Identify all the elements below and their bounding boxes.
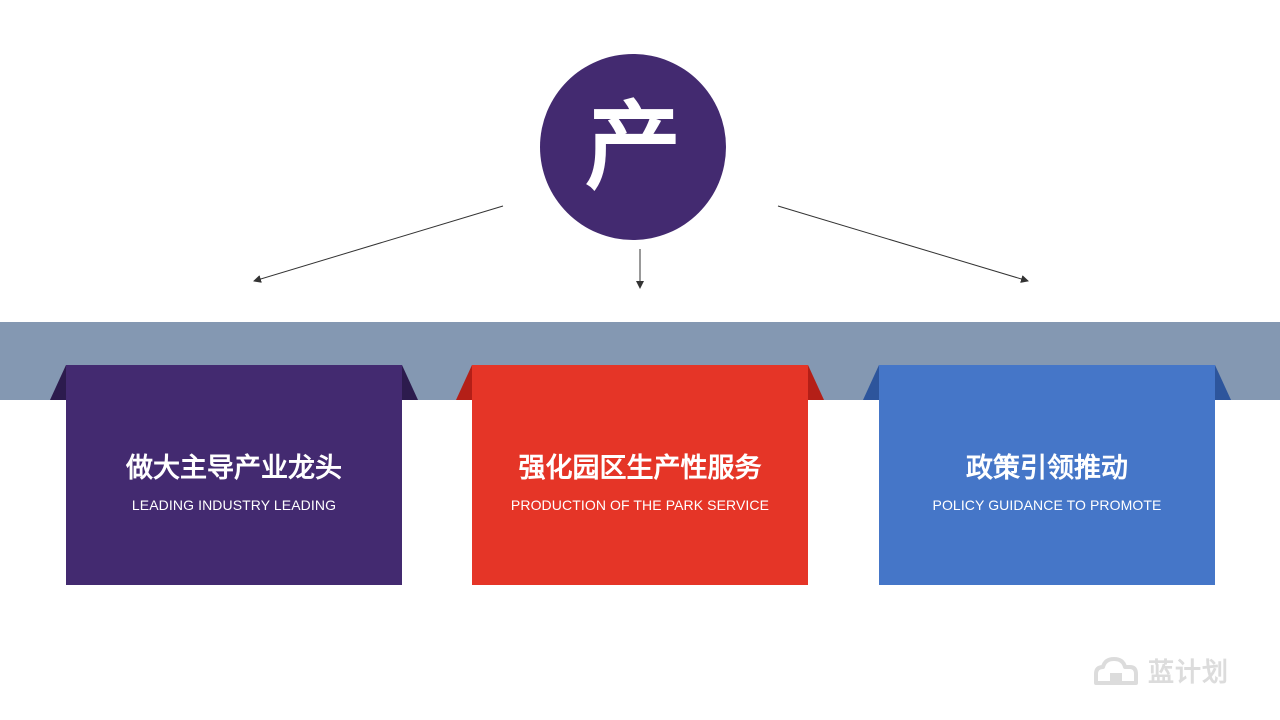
watermark-text: 蓝计划 bbox=[1148, 657, 1230, 688]
watermark: 蓝计划 bbox=[1090, 652, 1229, 688]
card-subtitle: POLICY GUIDANCE TO PROMOTE bbox=[932, 497, 1162, 514]
cloud-logo-icon bbox=[1094, 657, 1138, 685]
center-character: 产 bbox=[585, 91, 681, 203]
card-subtitle: PRODUCTION OF THE PARK SERVICE bbox=[510, 497, 770, 514]
card-leading-industry: 做大主导产业龙头 LEADING INDUSTRY LEADING bbox=[50, 365, 418, 585]
card-title: 政策引领推动 bbox=[966, 453, 1128, 484]
card-park-service: 强化园区生产性服务 PRODUCTION OF THE PARK SERVICE bbox=[456, 365, 824, 585]
center-circle: 产 bbox=[540, 54, 726, 240]
arrow-right bbox=[777, 205, 1029, 283]
card-subtitle: LEADING INDUSTRY LEADING bbox=[131, 497, 337, 514]
connector-arrows bbox=[253, 205, 1029, 289]
arrow-left bbox=[253, 205, 504, 283]
card-title: 强化园区生产性服务 bbox=[518, 453, 762, 484]
card-policy-guidance: 政策引领推动 POLICY GUIDANCE TO PROMOTE bbox=[863, 365, 1231, 585]
card-title: 做大主导产业龙头 bbox=[126, 453, 342, 484]
